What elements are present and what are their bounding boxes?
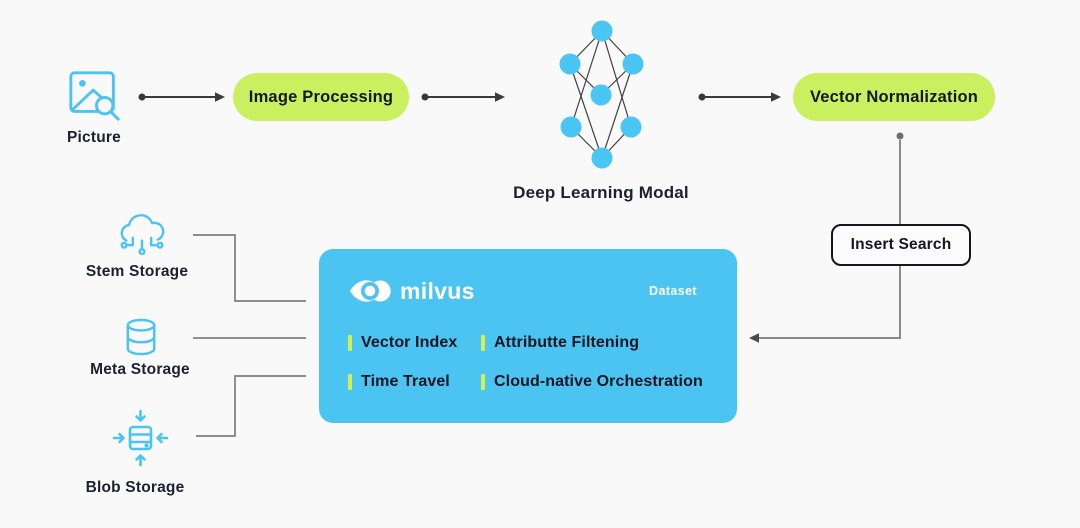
picture-label: Picture — [67, 129, 121, 146]
database-icon — [124, 318, 158, 356]
stem-storage-label: Stem Storage — [85, 263, 189, 280]
stem-storage-connector — [193, 234, 306, 302]
feature-tick-icon — [348, 374, 352, 390]
feature-label: Vector Index — [361, 334, 458, 351]
insert-search-node: Insert Search — [831, 224, 971, 266]
feature-tick-icon — [481, 335, 485, 351]
feature-cloud-native-orchestration: Cloud-native Orchestration — [481, 373, 703, 391]
feature-time-travel: Time Travel — [348, 373, 450, 391]
neural-network-nodes — [559, 20, 644, 169]
vector-normalization-node: Vector Normalization — [793, 73, 995, 121]
feature-label: Cloud-native Orchestration — [494, 373, 703, 390]
deep-learning-label: Deep Learning Modal — [513, 183, 689, 202]
milvus-brand-text: milvus — [400, 278, 475, 304]
blob-storage-label: Blob Storage — [85, 479, 185, 496]
milvus-eye-icon — [348, 275, 392, 307]
cloud-network-icon — [114, 213, 170, 259]
arrow-model-to-normalization — [698, 92, 781, 102]
feature-label: Time Travel — [361, 373, 450, 390]
blob-server-icon — [108, 406, 172, 470]
feature-tick-icon — [348, 335, 352, 351]
feature-tick-icon — [481, 374, 485, 390]
meta-storage-label: Meta Storage — [90, 361, 190, 378]
blob-storage-connector — [196, 375, 306, 437]
milvus-box: milvus Dataset Vector Index Attributte F… — [319, 249, 737, 423]
image-processing-node: Image Processing — [233, 73, 409, 121]
neural-network-icon — [559, 20, 644, 169]
picture-search-icon — [66, 66, 124, 124]
arrow-picture-to-processing — [138, 92, 225, 102]
feature-attribute-filtering: Attributte Filtening — [481, 334, 639, 352]
feature-vector-index: Vector Index — [348, 334, 457, 352]
feature-label: Attributte Filtening — [494, 334, 640, 351]
arrow-processing-to-model — [421, 92, 505, 102]
dataset-tag: Dataset — [649, 284, 697, 298]
milvus-logo: milvus — [348, 275, 475, 307]
storage-connectors — [193, 234, 306, 437]
